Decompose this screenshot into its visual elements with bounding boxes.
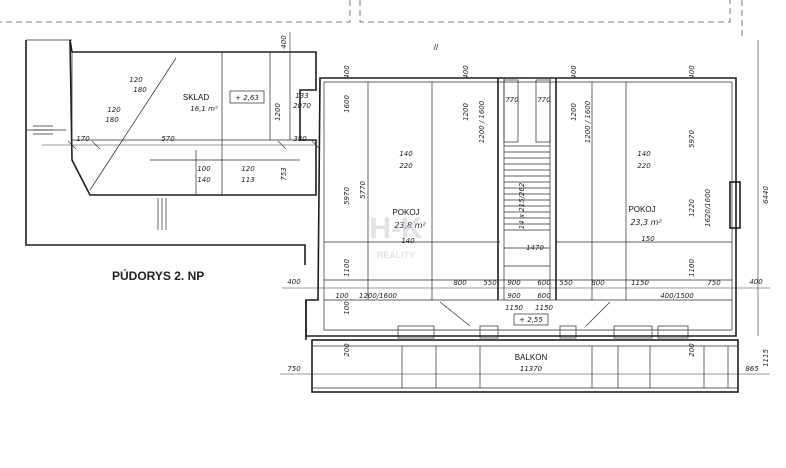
dim-label: 750 xyxy=(287,365,301,373)
balcony: BALKON 11370 750 865 xyxy=(280,339,770,393)
dim-label: 200 xyxy=(688,343,696,357)
dim-label: 133 xyxy=(295,92,308,100)
dim-label: 1220 xyxy=(688,199,696,217)
dim-label: 5970 xyxy=(343,187,351,205)
dim-label: 1200 / 1600 xyxy=(478,100,486,143)
dim-label: 1200 xyxy=(570,103,578,121)
dim-label: 120 xyxy=(241,165,255,173)
level-box xyxy=(513,313,549,326)
dim-label: 550 xyxy=(559,279,573,287)
room-dim: 220 xyxy=(637,162,651,170)
neighbour-building xyxy=(25,39,306,265)
dim-label: 1150 xyxy=(505,304,523,312)
dim-label: 100 xyxy=(335,292,349,300)
dim-label: 400 xyxy=(280,35,288,49)
dim-label: 1200 / 1600 xyxy=(584,100,592,143)
plan-title: PÚDORYS 2. NP xyxy=(112,268,204,283)
dim-label: 400 xyxy=(688,65,696,79)
dim-label: 200 xyxy=(343,343,351,357)
dim-label: 400 xyxy=(287,278,301,286)
room-name: SKLAD xyxy=(183,93,209,102)
dim-label: 5970 xyxy=(688,130,696,148)
pokoj-left: 140 220 POKOJ 23,8 m² 140 xyxy=(392,150,426,245)
dim-label: 1600 xyxy=(343,95,351,113)
sklad-room: 120 180 120 180 SKLAD 16,1 m² + 2,63 133… xyxy=(69,39,317,196)
dim-label: 1200/1600 xyxy=(359,292,398,300)
dim-label: 900 xyxy=(507,279,521,287)
dim-label: 180 xyxy=(133,86,147,94)
room-area: 16,1 m² xyxy=(190,105,218,113)
dim-label: 600 xyxy=(537,279,551,287)
room-dim: 140 xyxy=(401,237,415,245)
dim-label: 750 xyxy=(707,279,721,287)
dim-label: 753 xyxy=(280,167,288,180)
dim-label: 140 xyxy=(197,176,211,184)
dim-label: 120 xyxy=(129,76,143,84)
dim-label: 5770 xyxy=(359,181,367,199)
room-dim: 150 xyxy=(641,235,655,243)
site-boundary xyxy=(0,0,743,38)
room-dim: 140 xyxy=(399,150,413,158)
balcony-name: BALKON xyxy=(515,353,548,362)
dim-label: 550 xyxy=(483,279,497,287)
pokoj-right: 140 220 POKOJ 23,3 m² 150 xyxy=(628,150,662,243)
dim-label: 770 xyxy=(537,96,551,104)
dim-label: 1620/1600 xyxy=(704,188,712,227)
dim-label: 1200 xyxy=(462,103,470,121)
section-mark: // xyxy=(434,43,439,52)
level-mark: + 2,55 xyxy=(519,316,543,324)
front-openings xyxy=(397,301,689,339)
dim-label: 113 xyxy=(241,176,254,184)
watermark-logo-text: H-K xyxy=(369,212,423,245)
dim-label: 2070 xyxy=(293,102,311,110)
dim-label: 120 xyxy=(107,106,121,114)
balcony-length: 11370 xyxy=(520,365,543,373)
dim-label: 900 xyxy=(507,292,521,300)
dim-label: 100 xyxy=(343,301,351,315)
dim-label: 400 xyxy=(570,65,578,79)
dim-label: 6440 xyxy=(762,186,770,204)
dim-label: 570 xyxy=(161,135,175,143)
dim-label: 1200 xyxy=(274,103,282,121)
dim-label: 400 xyxy=(749,278,763,286)
dim-label: 170 xyxy=(76,135,90,143)
dim-label: 400/1500 xyxy=(660,292,694,300)
room-area: 23,3 m² xyxy=(630,218,662,227)
dim-label: 1150 xyxy=(631,279,649,287)
dim-label: 1100 xyxy=(343,259,351,277)
horizontal-dims: 400 100 1200/1600 800 550 900 600 550 80… xyxy=(282,278,770,326)
room-area: 23,8 m² xyxy=(394,221,426,230)
watermark-logo: H-K REALITY xyxy=(369,212,423,260)
dim-label: 865 xyxy=(745,365,759,373)
dim-label: 770 xyxy=(505,96,519,104)
level-box xyxy=(229,90,265,104)
room-dim: 220 xyxy=(399,162,413,170)
staircase: 14 x 215/262 1470 770 770 xyxy=(503,79,551,267)
room-name: POKOJ xyxy=(628,205,655,214)
room-dim: 140 xyxy=(637,150,651,158)
dim-label: 100 xyxy=(197,165,211,173)
room-name: POKOJ xyxy=(392,208,419,217)
dim-label: 1100 xyxy=(688,259,696,277)
dim-label: 1115 xyxy=(762,349,770,367)
dim-label: 1470 xyxy=(526,244,544,252)
sklad-dim-line: 170 570 380 400 // xyxy=(42,32,439,150)
level-mark: + 2,63 xyxy=(235,94,259,102)
dim-label: 800 xyxy=(591,279,605,287)
dim-label: 1150 xyxy=(535,304,553,312)
watermark-text: REALITY xyxy=(377,250,416,260)
dim-label: 400 xyxy=(462,65,470,79)
stair-label: 14 x 215/262 xyxy=(518,182,526,229)
vertical-dims: 400 1600 5970 5770 1100 400 1200 1200 / … xyxy=(343,40,770,367)
dim-label: 800 xyxy=(453,279,467,287)
dim-label: 380 xyxy=(293,135,307,143)
dim-label: 400 xyxy=(343,65,351,79)
dim-label: 180 xyxy=(105,116,119,124)
dim-label: 600 xyxy=(537,292,551,300)
